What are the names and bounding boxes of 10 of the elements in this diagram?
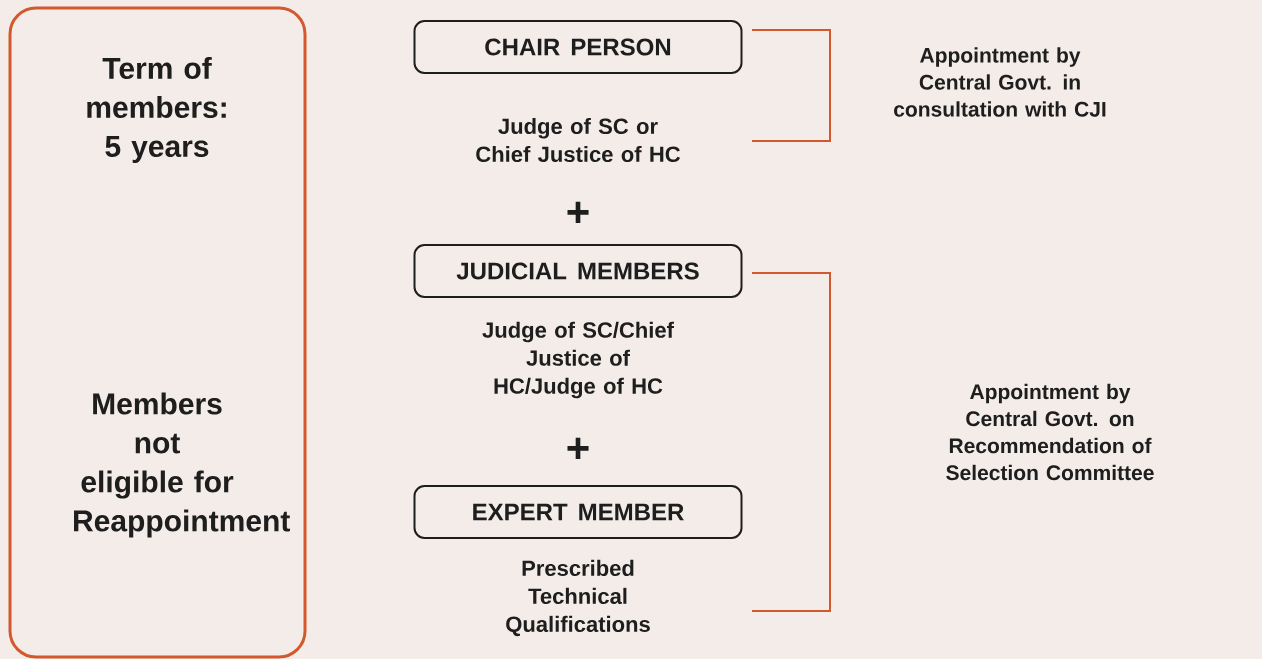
role-box: JUDICIAL MEMBERS	[413, 244, 743, 298]
description-text: Judge of SC/Chief Justice of HC/Judge of HC	[482, 321, 674, 399]
panel-text: Members not eligible for Reappointment	[74, 392, 290, 538]
role-box: CHAIR PERSON	[413, 20, 743, 74]
panel-text: Term of members: 5 years	[87, 57, 226, 163]
appointment-text: Appointment by Central Govt. on Recommendation of Selection Committee	[946, 383, 1154, 481]
role-box: EXPERT MEMBER	[413, 485, 743, 539]
description-text: Prescribed Technical Qualifications	[506, 559, 650, 637]
description-text: Judge of SC or Chief Justice of HC	[476, 117, 681, 163]
appointment-text: Appointment by Central Govt. in consultation with CJI	[894, 47, 1106, 117]
